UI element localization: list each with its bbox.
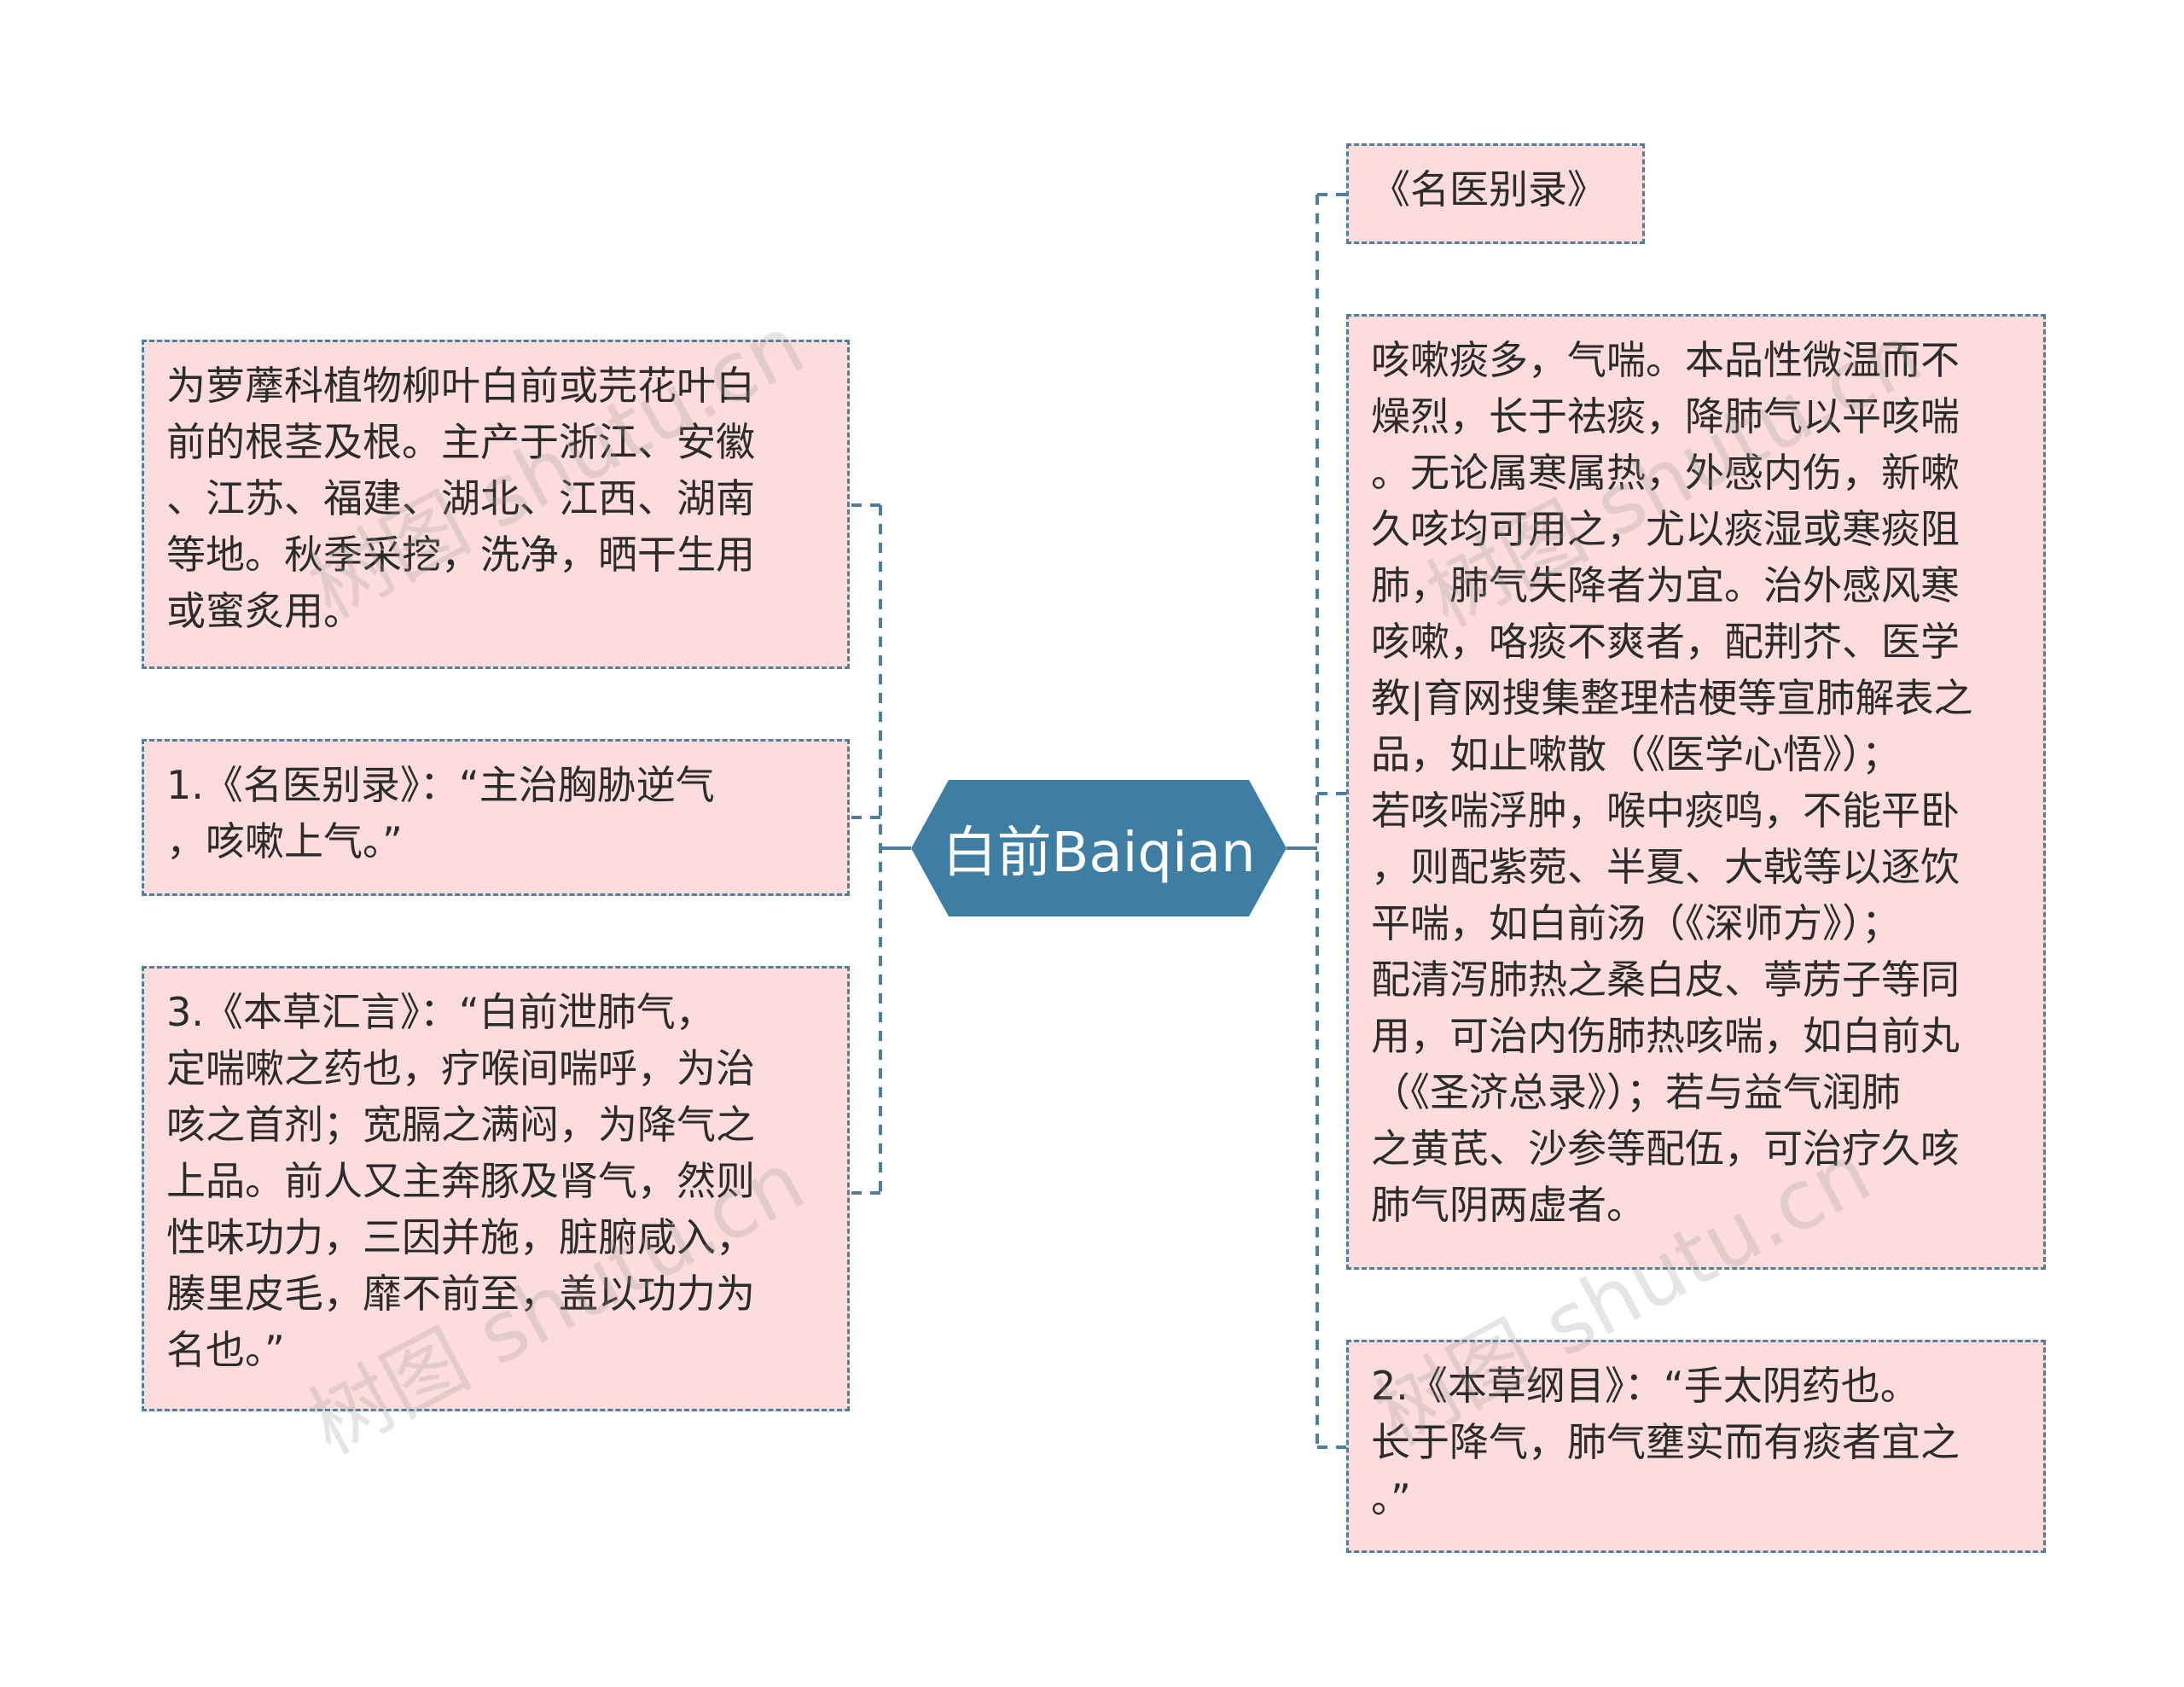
right-node-indications[interactable]: 咳嗽痰多，气喘。本品性微温而不 燥烈，长于祛痰，降肺气以平咳喘 。无论属寒属热，… — [1346, 314, 2046, 1270]
left-node-mingyi-bielu-quote[interactable]: 1.《名医别录》：“主治胸胁逆气 ，咳嗽上气。” — [142, 739, 850, 896]
left-node-bencao-huiyan-quote[interactable]: 3.《本草汇言》：“白前泄肺气， 定喘嗽之药也，疗喉间喘呼，为治 咳之首剂；宽膈… — [142, 966, 850, 1411]
center-topic-label: 白前Baiqian — [942, 822, 1256, 885]
center-topic[interactable]: 白前Baiqian — [911, 780, 1287, 916]
right-node-bencao-gangmu-quote[interactable]: 2.《本草纲目》：“手太阴药也。 长于降气，肺气壅实而有痰者宜之 。” — [1346, 1340, 2046, 1553]
right-node-mingyi-bielu[interactable]: 《名医别录》 — [1346, 143, 1645, 244]
left-node-origin[interactable]: 为萝藦科植物柳叶白前或芫花叶白 前的根茎及根。主产于浙江、安徽 、江苏、福建、湖… — [142, 340, 850, 669]
